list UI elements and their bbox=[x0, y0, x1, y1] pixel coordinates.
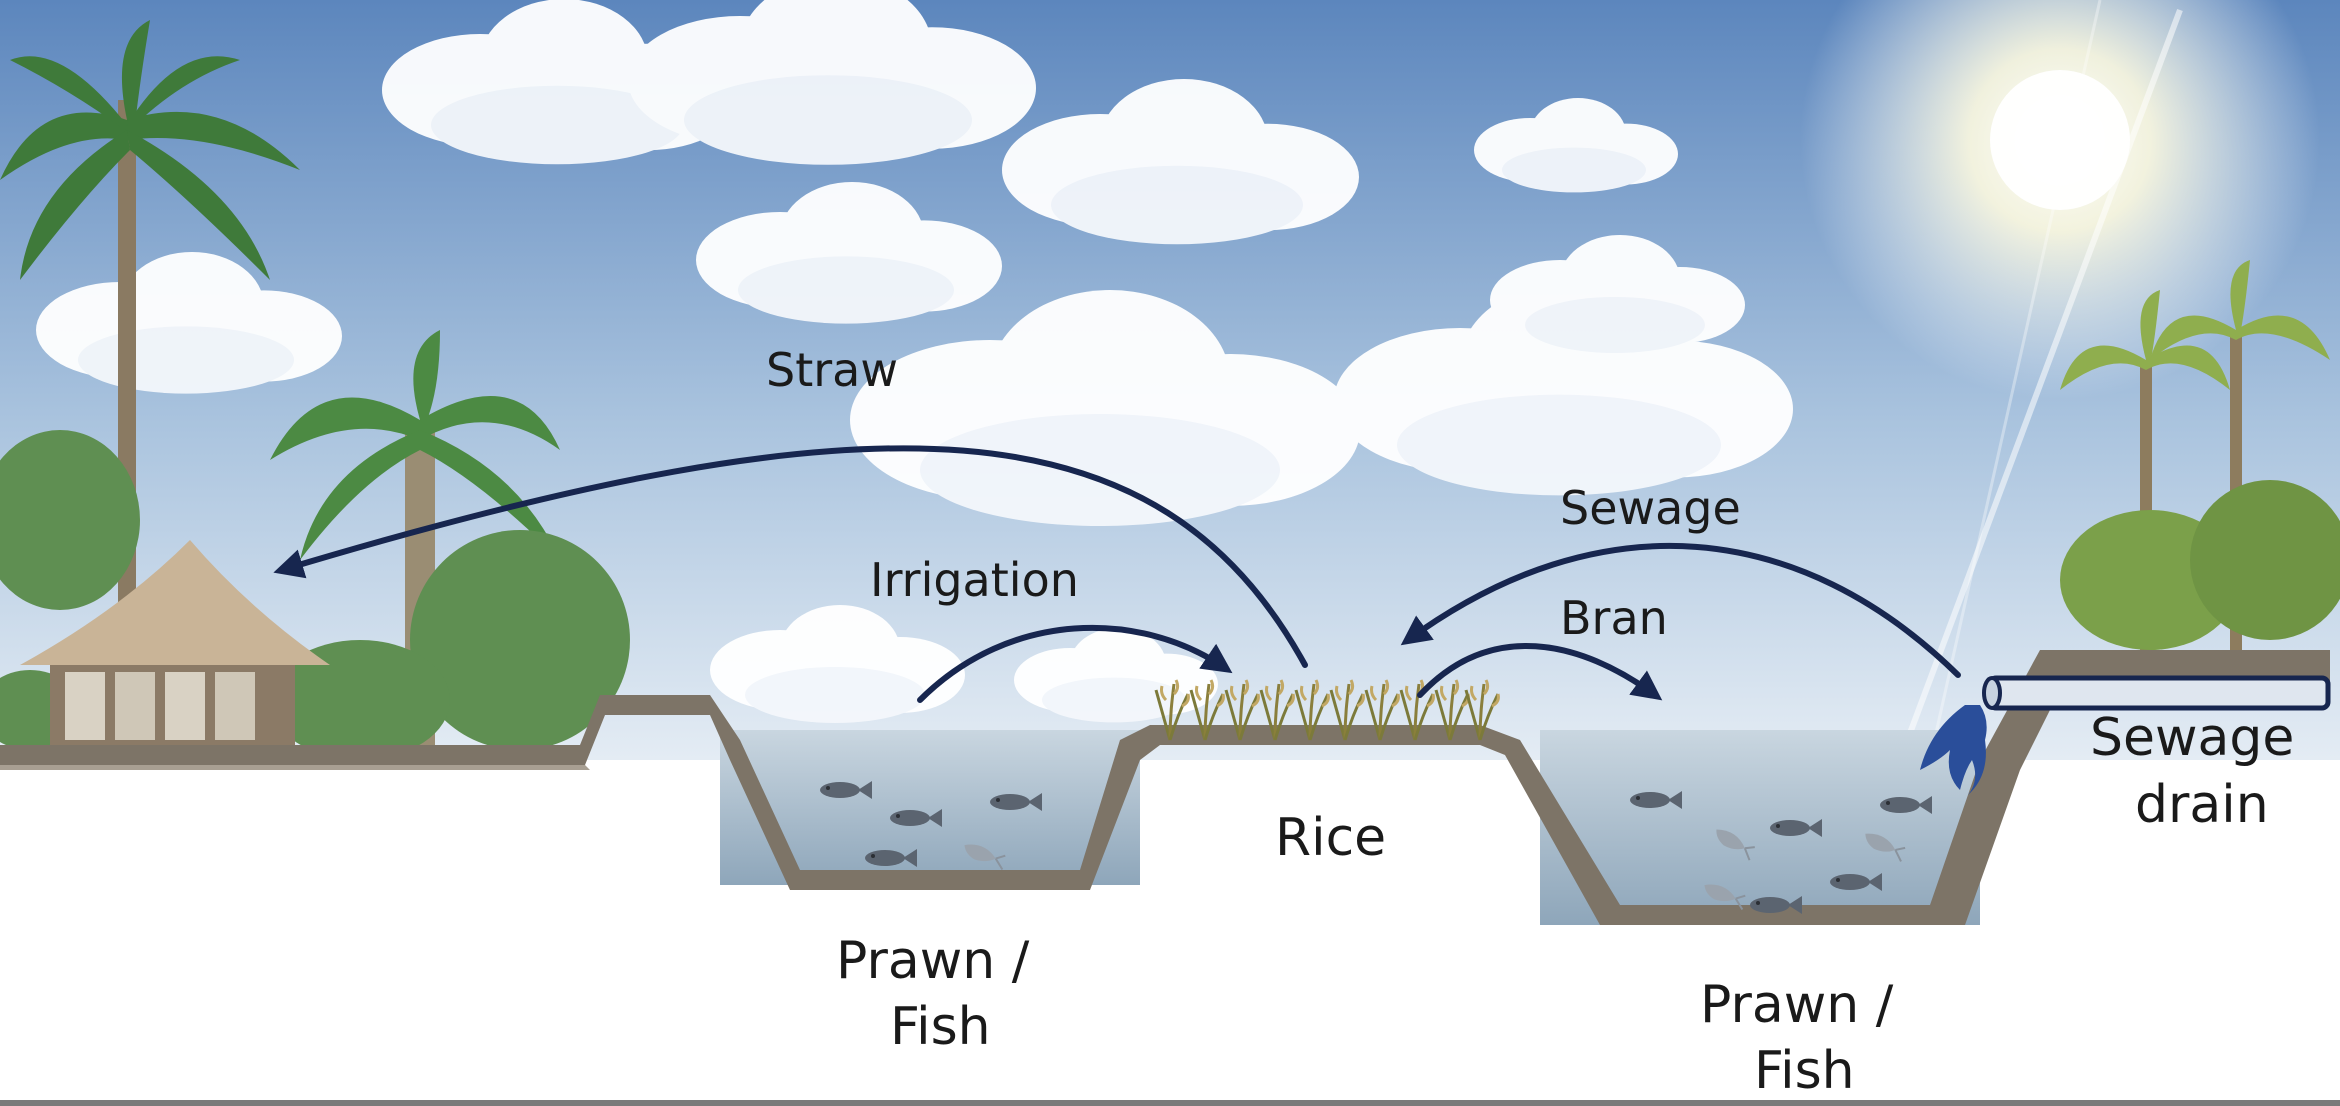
sun-icon bbox=[1800, 0, 2320, 762]
right-pond-label-line1: Prawn / bbox=[1700, 975, 1894, 1035]
rice-label: Rice bbox=[1275, 808, 1386, 868]
bran-arrow bbox=[1417, 642, 1663, 701]
irrigation-label: Irrigation bbox=[870, 553, 1079, 607]
bran-label: Bran bbox=[1560, 591, 1668, 645]
irrigation-arrow bbox=[917, 624, 1233, 703]
left-pond-label-line1: Prawn / bbox=[836, 931, 1030, 991]
straw-arrow bbox=[273, 445, 1308, 668]
right-pond-label-line2: Fish bbox=[1754, 1041, 1855, 1101]
palm-tree-icon bbox=[2060, 260, 2340, 650]
sewage-drain-label-line1: Sewage bbox=[2090, 708, 2294, 768]
hut-icon bbox=[20, 540, 330, 745]
left-pond-label-line2: Fish bbox=[890, 997, 991, 1057]
sewage-drain-label-line2: drain bbox=[2135, 775, 2269, 835]
sewage-label: Sewage bbox=[1560, 481, 1741, 535]
right-pond-water bbox=[1540, 730, 1980, 925]
palm-tree-icon bbox=[0, 20, 300, 740]
pipe-icon bbox=[1982, 675, 2331, 711]
straw-label: Straw bbox=[766, 343, 898, 397]
water-splash-icon bbox=[1920, 705, 1987, 795]
flow-arrows bbox=[273, 445, 1961, 703]
sewage-arrow bbox=[1400, 542, 1961, 678]
bottom-border bbox=[0, 1100, 2340, 1106]
